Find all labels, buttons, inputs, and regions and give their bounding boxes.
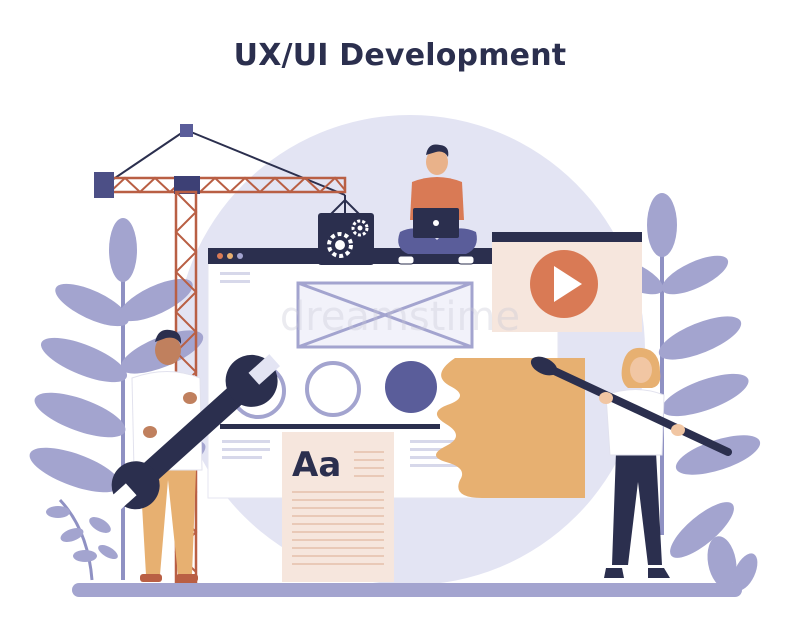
radio-filled [385,361,437,413]
video-card [492,232,642,332]
person-with-brush [530,347,732,578]
wrench-icon [109,354,280,510]
typography-card: Aa [282,432,394,582]
gears-icon [318,213,374,265]
typography-sample: Aa [292,445,341,485]
paint-brush-icon [530,356,732,456]
ground-line [72,583,742,597]
paint-shape [436,358,585,498]
left-fern [46,498,118,581]
right-fern [707,536,758,591]
image-placeholder [296,281,474,349]
person-with-laptop [397,144,477,265]
watermark: dreamstime [280,294,520,340]
radio-outline-2 [305,361,361,417]
page-title: UX/UI Development [233,38,567,73]
play-icon [554,266,582,302]
person-with-wrench [109,329,280,582]
